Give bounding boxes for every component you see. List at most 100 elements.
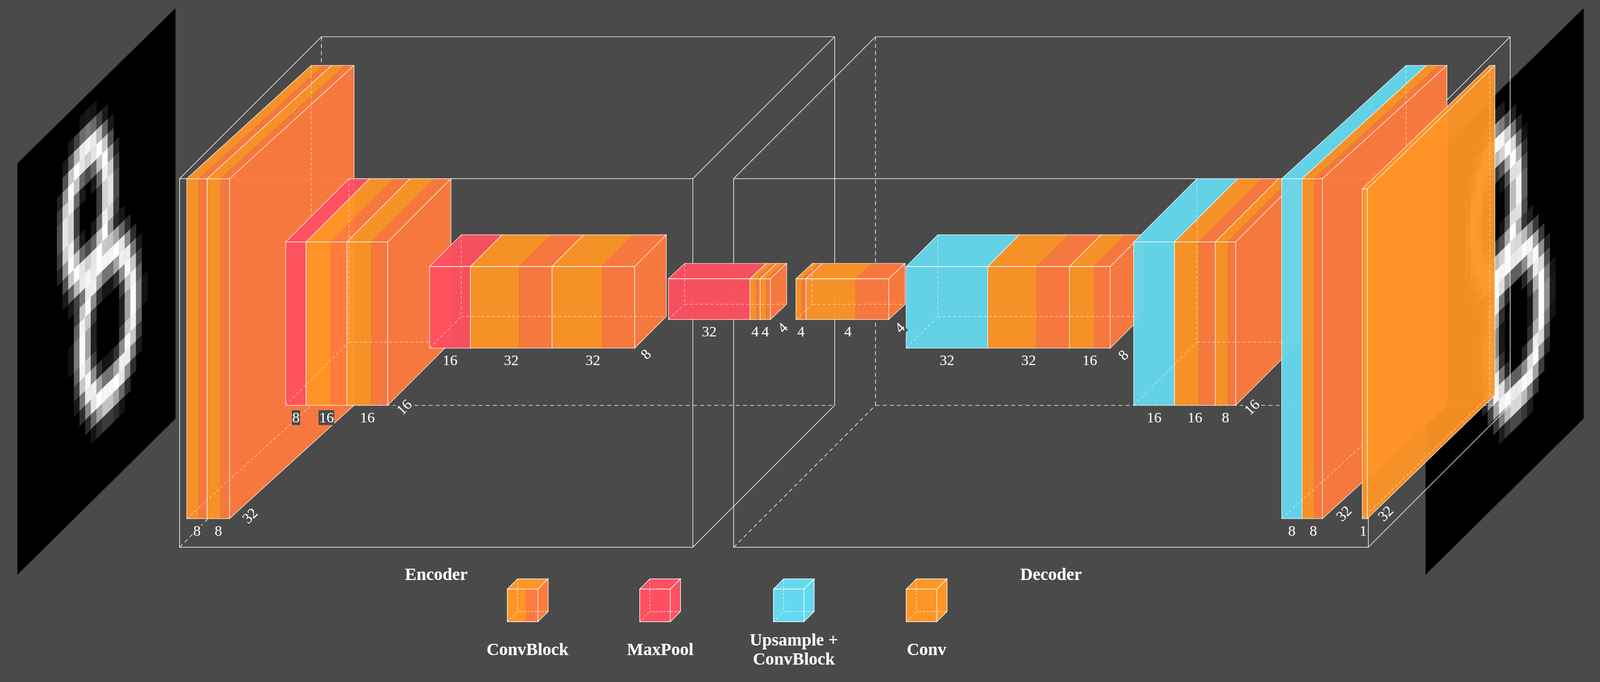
pixel <box>96 285 103 307</box>
cube-stripe <box>525 589 538 622</box>
hidden-edges <box>186 65 355 519</box>
cube-hidden <box>639 611 651 623</box>
pixel <box>1510 412 1517 434</box>
cube-front <box>506 589 538 622</box>
slab-outline <box>346 241 388 405</box>
slab-front <box>1362 188 1368 519</box>
dimension-label: 4 <box>892 319 909 336</box>
slab-side <box>888 263 906 320</box>
slab-outline <box>750 278 761 320</box>
slab-front <box>1093 266 1111 349</box>
pixel <box>124 375 131 397</box>
pixel <box>107 406 114 428</box>
slab-side <box>1367 65 1495 519</box>
slab-top-outline <box>668 263 767 279</box>
slab-front <box>371 241 389 405</box>
pixel <box>1532 375 1539 397</box>
hidden-edges <box>429 234 667 349</box>
slab-front <box>855 278 889 320</box>
cube-front-outline <box>905 589 937 622</box>
hidden-edge <box>460 234 462 317</box>
pixel <box>1527 395 1534 417</box>
dimension-label: 8 <box>214 523 223 539</box>
slab-front <box>1227 241 1236 405</box>
slab-front <box>760 278 767 320</box>
cube-front <box>905 589 937 622</box>
dimension-label: 16 <box>1146 410 1163 425</box>
slab-front <box>1302 178 1315 519</box>
section-title: Decoder <box>733 564 1369 584</box>
slab-outline <box>1133 241 1175 405</box>
pixel <box>102 279 109 301</box>
legend-cube <box>637 574 683 624</box>
hidden-edge <box>812 263 813 305</box>
layer-block <box>186 65 355 519</box>
wire-front <box>733 178 1369 548</box>
slab-front <box>470 266 520 349</box>
slab-outline <box>668 278 751 320</box>
layer-block <box>905 234 1142 349</box>
pixel <box>1515 260 1522 281</box>
pixel <box>118 395 126 417</box>
slab-front <box>207 178 221 519</box>
cube-side <box>537 578 549 622</box>
pixel <box>68 298 75 320</box>
dimension-label: 8 <box>1115 347 1132 364</box>
slab-outline <box>1302 178 1323 519</box>
dimension-label: 8 <box>1287 523 1297 539</box>
dimension-label: 32 <box>239 504 261 527</box>
hidden-edge <box>684 303 787 305</box>
slab-front <box>987 266 1038 349</box>
slab-front <box>1215 241 1228 405</box>
pixel <box>107 274 114 296</box>
pixel <box>1521 401 1528 423</box>
dimension-label: 32 <box>585 352 601 368</box>
wire-edge <box>834 36 835 406</box>
pixel <box>1521 269 1528 290</box>
hidden-edge <box>1362 395 1490 519</box>
dimension-label: 4 <box>843 324 853 340</box>
wire-hidden-edge <box>733 405 876 548</box>
slab-front <box>1314 178 1323 519</box>
dimension-label: 1 <box>1359 523 1368 539</box>
pixel <box>96 418 103 439</box>
pixel <box>1510 265 1517 287</box>
pixel <box>1504 418 1511 439</box>
cube-front <box>773 589 805 622</box>
dimension-label: 32 <box>503 352 520 368</box>
hidden-edges <box>285 178 452 406</box>
pixel <box>113 401 120 423</box>
layer-block <box>429 234 667 349</box>
digit-image <box>17 8 176 575</box>
pixel <box>1538 355 1545 377</box>
pixel <box>73 395 80 417</box>
hidden-edge <box>937 234 939 317</box>
wire-hidden-edge <box>875 36 876 406</box>
hidden-edge <box>1196 178 1198 343</box>
slab-top-outline <box>806 263 906 279</box>
slab-outline <box>796 278 807 320</box>
hidden-edge <box>285 342 349 406</box>
slab-top <box>668 263 767 279</box>
dimension-label: 8 <box>637 345 654 363</box>
slab-front <box>346 241 372 405</box>
slab-front <box>1198 241 1216 405</box>
slab-front <box>285 241 307 405</box>
wire-edge <box>692 405 835 548</box>
hidden-edge <box>1489 65 1491 396</box>
slab-side <box>770 263 787 320</box>
cube-hidden <box>905 611 917 623</box>
pixel <box>85 164 92 186</box>
slab-front <box>220 178 230 519</box>
slab-outline <box>285 241 307 405</box>
slab-front <box>905 266 988 349</box>
layer-block <box>285 178 452 406</box>
pixel <box>90 173 97 195</box>
hidden-edge <box>937 316 1142 317</box>
pixel <box>68 357 75 379</box>
cube-hidden <box>783 578 815 612</box>
dimension-label: 8 <box>1309 523 1318 539</box>
hidden-edge <box>348 178 349 343</box>
slab-outline <box>1215 241 1236 405</box>
slab-front <box>750 278 757 320</box>
